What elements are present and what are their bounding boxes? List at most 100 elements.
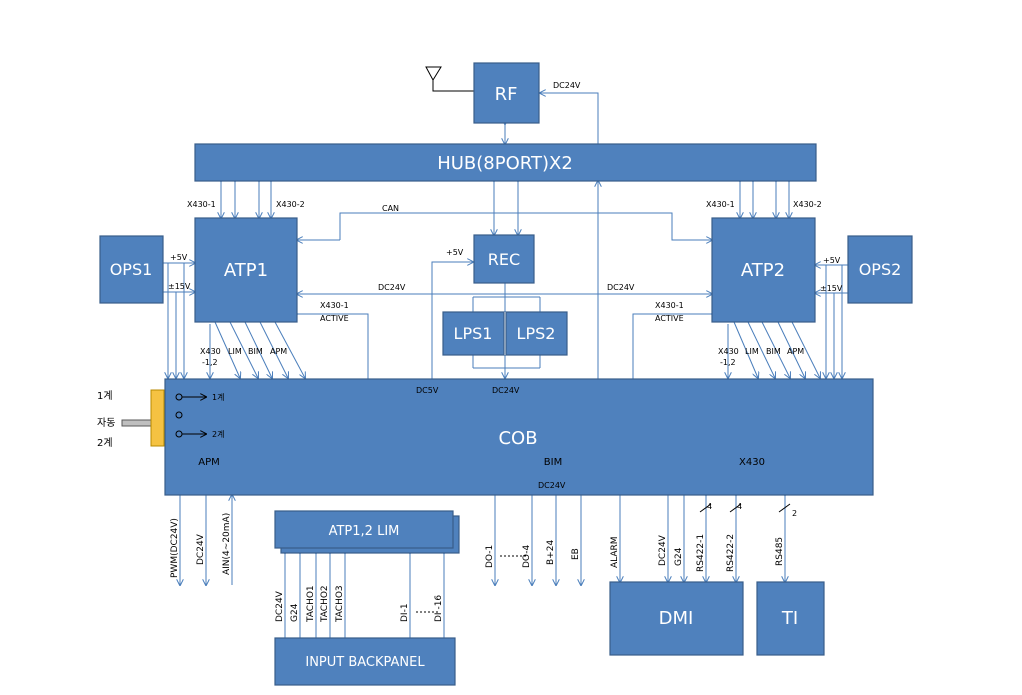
lim-output-label: TACHO1 <box>306 585 316 623</box>
dc24v-left-label: DC24V <box>378 283 406 292</box>
ops1-15v-label: ±15V <box>168 282 191 291</box>
cob-block: COB <box>164 378 874 496</box>
selector-label-1: 1계 <box>97 390 113 402</box>
backpanel-block: INPUT BACKPANEL <box>274 637 456 686</box>
dmi-label: DMI <box>659 608 694 629</box>
lps2-label: LPS2 <box>517 324 556 343</box>
bim-output-label: EB <box>571 548 581 560</box>
atp2-input-label: BIM <box>766 347 781 356</box>
x430-active-right-label-1: X430-1 <box>655 301 684 310</box>
atp2-label: ATP2 <box>741 260 785 281</box>
dmi-input-labels: DC24V G24 RS422-1 RS422-2 <box>658 534 736 572</box>
dmi-input-label: RS422-2 <box>726 534 736 572</box>
ops1-5v-label: +5V <box>170 253 188 262</box>
rec-block: REC <box>473 234 535 284</box>
bus-width-rs485: 2 <box>792 509 797 518</box>
hub-block: HUB(8PORT)X2 <box>194 143 817 182</box>
atp1-input-label: X430 <box>200 347 221 356</box>
atp2-input-label: APM <box>787 347 804 356</box>
lps-dc24v-label: DC24V <box>492 386 520 395</box>
bim-output-label: DO-4 <box>522 544 532 568</box>
x430-1-left-label: X430-1 <box>187 200 216 209</box>
cob-label: COB <box>498 428 537 449</box>
dmi-block: DMI <box>609 581 744 656</box>
atp1-input-labels: X430 -1,2 LIM BIM APM <box>200 347 287 367</box>
rec-5v-label: +5V <box>446 248 464 257</box>
apm-output-label: DC24V <box>196 533 206 565</box>
atp2-input-label: X430 <box>718 347 739 356</box>
x430-1-right-label: X430-1 <box>706 200 735 209</box>
x430-active-left-label-1: X430-1 <box>320 301 349 310</box>
selector-lever <box>121 419 155 427</box>
cob-group-bim: BIM <box>544 457 562 468</box>
signal-labels: DC24V X430-1 X430-2 X430-1 X430-2 CAN +5… <box>168 81 843 490</box>
bus-width-rs422-1: 4 <box>707 502 712 511</box>
lim-output-labels: DC24V G24 TACHO1 TACHO2 TACHO3 DI-1 DI -… <box>275 585 444 623</box>
dmi-input-label: DC24V <box>658 534 668 566</box>
x430-active-left-label-2: ACTIVE <box>320 314 349 323</box>
ops2-label: OPS2 <box>859 260 902 279</box>
atp2-block: ATP2 <box>711 217 816 323</box>
x430-2-left-label: X430-2 <box>276 200 305 209</box>
rf-dc24v-label: DC24V <box>553 81 581 90</box>
lim-label: ATP1,2 LIM <box>329 524 400 539</box>
connection-lines <box>163 66 848 638</box>
bus-width-rs422-2: 4 <box>737 502 742 511</box>
lim-output-label: DI -16 <box>434 595 444 622</box>
ti-block: TI <box>756 581 825 656</box>
x430-2-right-label: X430-2 <box>793 200 822 209</box>
atp2-input-label: LIM <box>745 347 759 356</box>
lim-output-label: G24 <box>290 603 300 622</box>
dc5v-label: DC5V <box>416 386 439 395</box>
mode-selector: 1계 자동 2계 1계 2계 <box>97 389 224 449</box>
lim-block: ATP1,2 LIM <box>274 510 460 554</box>
hub-label: HUB(8PORT)X2 <box>437 153 573 174</box>
bim-output-label: DO-1 <box>485 545 495 568</box>
selector-arrow-1: 1계 <box>212 392 224 402</box>
atp1-input-label: LIM <box>228 347 242 356</box>
apm-output-labels: PWM(DC24V) DC24V AIN(4~20mA) <box>170 513 232 578</box>
atp2-input-label: -1,2 <box>720 358 736 367</box>
rf-block: RF <box>473 62 540 124</box>
ti-input-label: RS485 <box>775 537 785 566</box>
ops1-label: OPS1 <box>110 260 153 279</box>
bim-output-label: ALARM <box>610 536 620 568</box>
can-label: CAN <box>382 204 399 213</box>
atp1-input-label: APM <box>270 347 287 356</box>
atp1-label: ATP1 <box>224 260 268 281</box>
selector-knob <box>150 389 165 447</box>
ops2-block: OPS2 <box>847 235 913 304</box>
atp1-input-label: BIM <box>248 347 263 356</box>
dc24v-right-label: DC24V <box>607 283 635 292</box>
antenna-icon <box>425 66 474 92</box>
selector-arrow-2: 2계 <box>212 429 224 439</box>
cob-dc24v-label: DC24V <box>538 481 566 490</box>
dmi-input-label: RS422-1 <box>696 534 706 572</box>
lps1-label: LPS1 <box>454 324 493 343</box>
selector-label-auto: 자동 <box>97 417 115 429</box>
bim-output-label: B+24 <box>546 540 556 565</box>
lps2-block: LPS2 <box>505 311 568 356</box>
rf-label: RF <box>495 84 518 105</box>
lim-output-label: TACHO2 <box>320 585 330 623</box>
lim-output-label: DI-1 <box>400 603 410 622</box>
cob-group-apm: APM <box>198 457 220 468</box>
x430-active-right-label-2: ACTIVE <box>655 314 684 323</box>
selector-label-2: 2계 <box>97 437 113 449</box>
apm-output-label: PWM(DC24V) <box>170 518 180 578</box>
rec-label: REC <box>488 250 520 269</box>
cob-group-x430: X430 <box>739 457 765 468</box>
atp1-block: ATP1 <box>194 217 298 323</box>
bim-output-labels: DO-1 DO-4 B+24 EB ALARM <box>485 536 620 568</box>
ops1-block: OPS1 <box>99 235 164 304</box>
apm-output-label: AIN(4~20mA) <box>222 513 232 575</box>
atp2-input-labels: X430 -1,2 LIM BIM APM <box>718 347 804 367</box>
ops2-5v-label: +5V <box>823 256 841 265</box>
lim-output-label: TACHO3 <box>335 585 345 623</box>
ops2-15v-label: ±15V <box>820 284 843 293</box>
ti-label: TI <box>781 608 798 629</box>
backpanel-label: INPUT BACKPANEL <box>305 655 425 670</box>
atp1-input-label: -1,2 <box>202 358 218 367</box>
lps1-block: LPS1 <box>442 311 505 356</box>
